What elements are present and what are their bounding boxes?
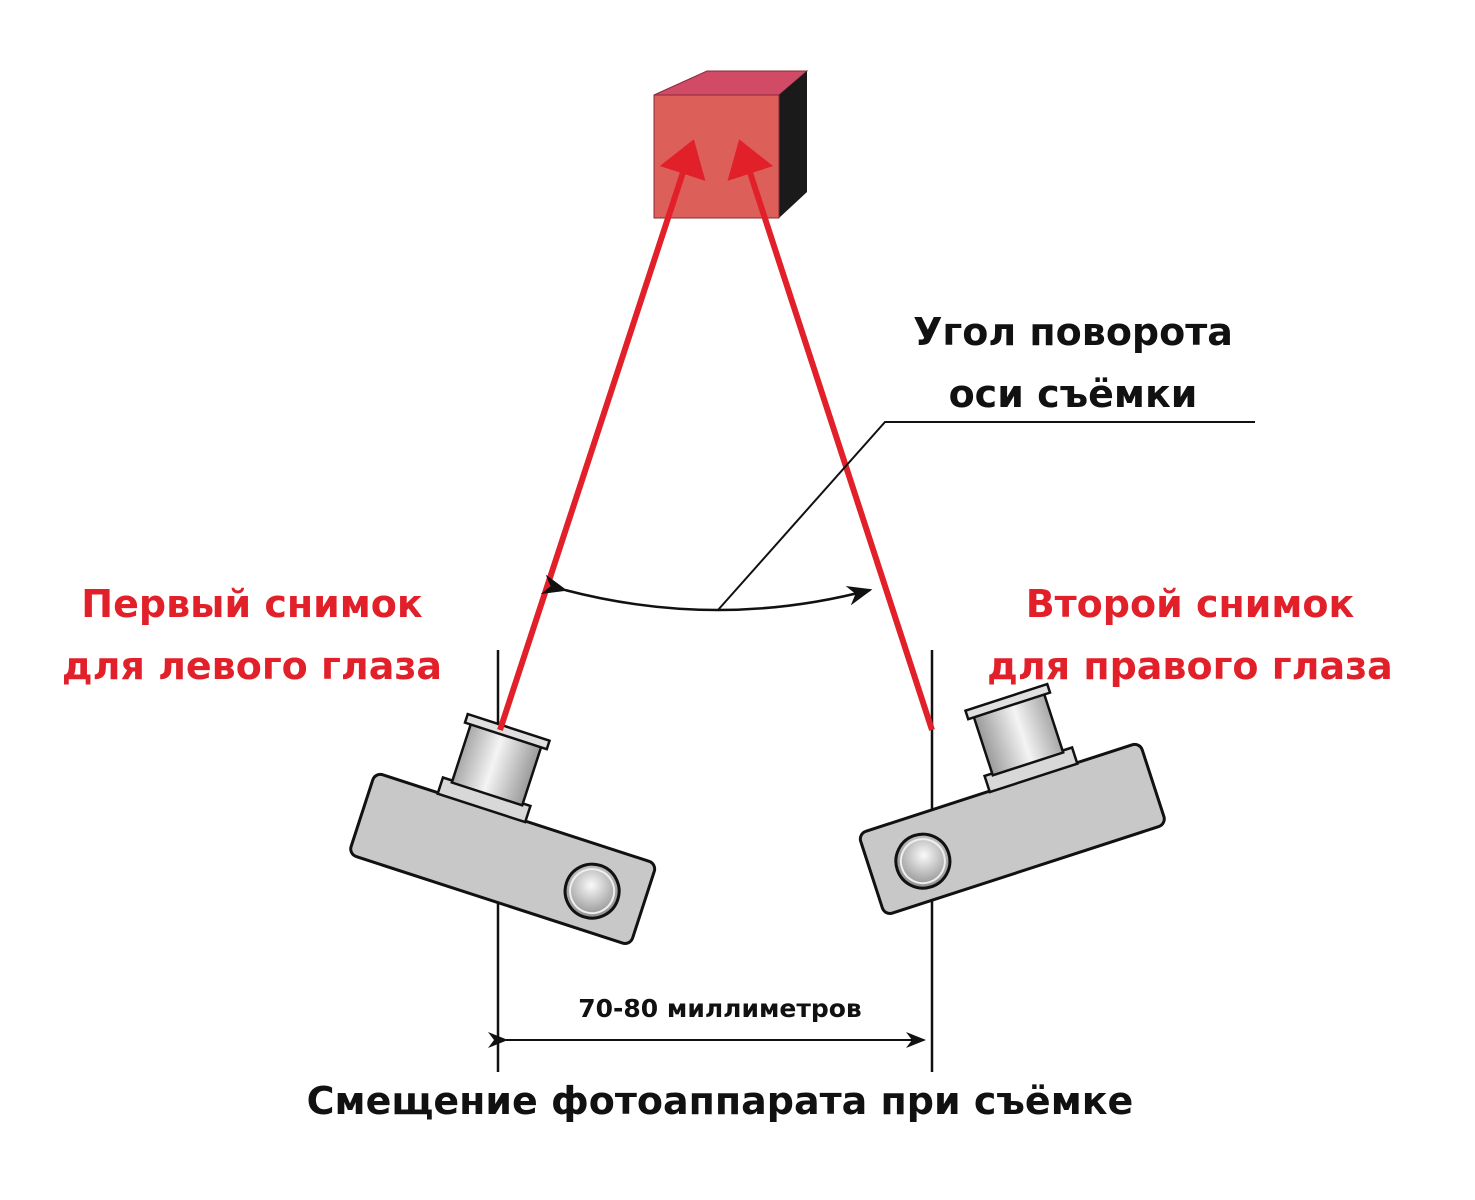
angle-label-line2: оси съёмки (949, 372, 1198, 416)
right-shot-label-line2: для правого глаза (987, 644, 1393, 688)
flash-icon (894, 832, 952, 890)
angle-label-line1: Угол поворота (913, 310, 1233, 354)
right-camera (858, 682, 1166, 916)
distance-label: 70-80 миллиметров (578, 994, 862, 1023)
left-camera (349, 712, 657, 946)
right-shot-label-line1: Второй снимок (1026, 582, 1355, 626)
left-shot-label-line2: для левого глаза (62, 644, 442, 688)
flash-icon (563, 862, 621, 920)
angle-leader-line (717, 421, 1255, 611)
left-shot-label-line1: Первый снимок (81, 582, 423, 626)
left-sight-arrow (497, 139, 706, 731)
diagram-caption: Смещение фотоаппарата при съёмке (307, 1079, 1134, 1123)
right-sight-arrow (727, 139, 935, 731)
angle-arc (540, 574, 873, 612)
